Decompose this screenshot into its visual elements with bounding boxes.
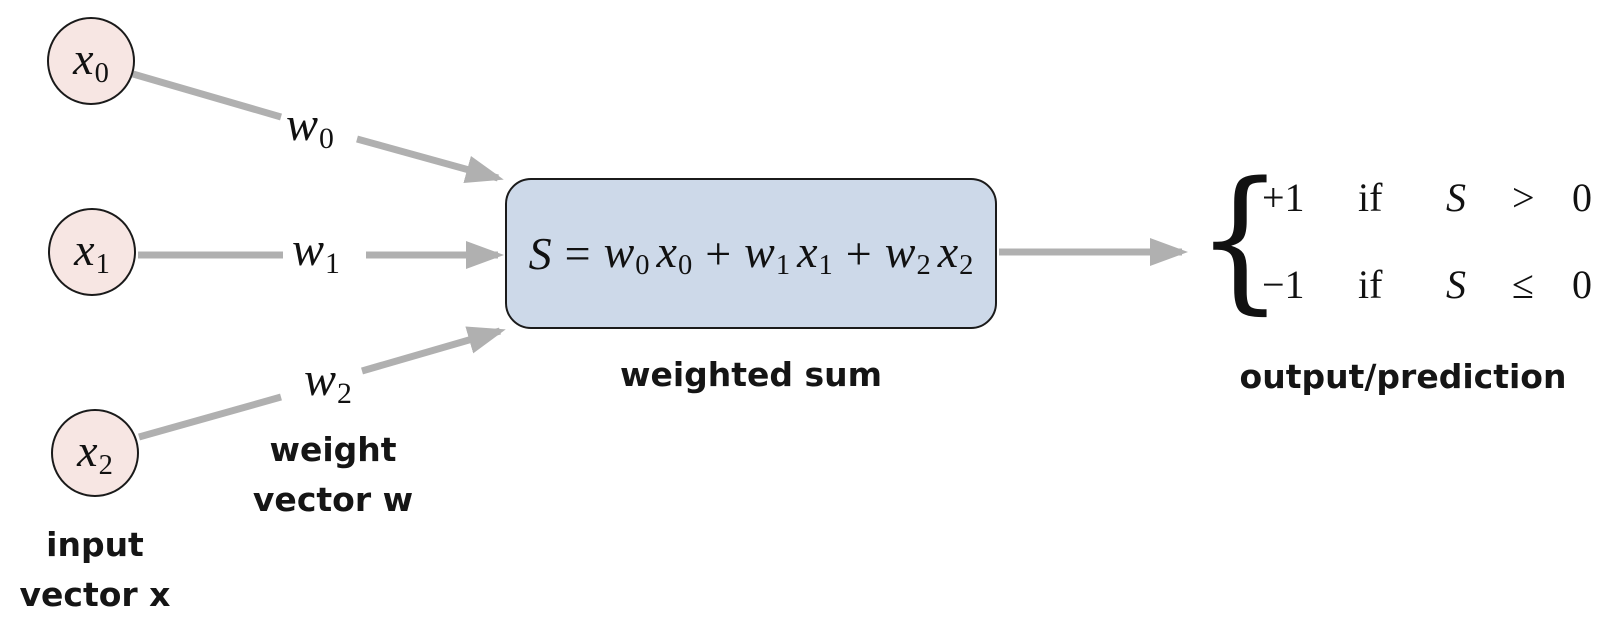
weight-label-w1: w1 (292, 223, 340, 281)
formula-plus-2: + (845, 228, 872, 279)
input-vector-line1: input (46, 525, 144, 564)
weight-label-w2: w2 (304, 353, 352, 411)
formula-equals: = (564, 228, 591, 279)
case-negative-keyword: if (1358, 262, 1383, 307)
case-positive-variable: S (1446, 175, 1466, 220)
w2-wire-arrow (361, 326, 506, 375)
output-case-positive: +1 if S > 0 (1262, 174, 1592, 221)
input-node-x1: x1 (48, 208, 136, 296)
w0-wire-arrow (356, 135, 504, 183)
case-negative-value: −1 (1262, 262, 1305, 307)
input-vector-line2: vector x (19, 575, 171, 614)
case-positive-operator: > (1512, 175, 1535, 220)
weight-vector-line2: vector w (252, 480, 414, 519)
case-positive-threshold: 0 (1572, 175, 1592, 220)
formula-plus-1: + (705, 228, 732, 279)
case-positive-value: +1 (1262, 175, 1305, 220)
case-negative-variable: S (1446, 262, 1466, 307)
output-brace: { (1196, 148, 1284, 329)
weighted-sum-caption: weighted sum (619, 355, 883, 394)
case-negative-threshold: 0 (1572, 262, 1592, 307)
case-negative-operator: ≤ (1512, 262, 1534, 307)
formula-lhs: S (528, 228, 552, 279)
weight-label-w0: w0 (286, 98, 334, 156)
output-prediction-caption: output/prediction (1239, 357, 1567, 396)
w2-wire-segment (138, 393, 282, 441)
input-node-x2: x2 (51, 409, 139, 497)
input-node-x2-label: x2 (77, 425, 113, 481)
w0-wire-segment (132, 70, 282, 121)
input-node-x0: x0 (47, 17, 135, 105)
weight-vector-caption: weight vector w (230, 425, 436, 525)
output-case-negative: −1 if S ≤ 0 (1262, 261, 1592, 308)
weight-vector-line1: weight (269, 430, 397, 469)
case-positive-keyword: if (1358, 175, 1383, 220)
input-node-x0-label: x0 (73, 33, 109, 89)
input-vector-caption: input vector x (0, 520, 190, 620)
input-node-x1-label: x1 (74, 224, 110, 280)
output-cases: +1 if S > 0 −1 if S ≤ 0 (1262, 174, 1592, 308)
